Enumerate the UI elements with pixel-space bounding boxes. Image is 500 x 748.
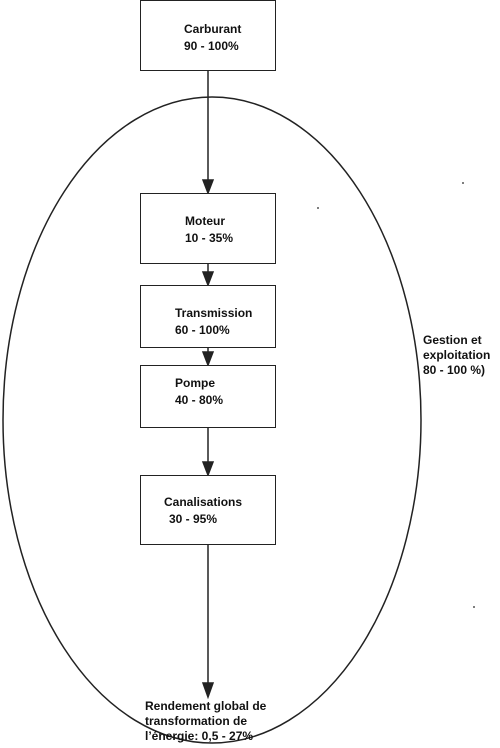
speck — [317, 207, 319, 209]
arrowhead-moteur — [201, 179, 215, 196]
arrowhead-transmission — [201, 271, 215, 288]
transmission-label: Transmission — [175, 306, 253, 320]
pompe-label: Pompe — [175, 376, 216, 390]
canalisations-value: 30 - 95% — [169, 512, 218, 526]
arrowhead-canalisations — [201, 461, 215, 478]
flow-arrows — [201, 71, 215, 700]
moteur-box: Moteur 10 - 35% — [140, 193, 276, 264]
gestion-line-1: Gestion et — [423, 333, 482, 347]
pompe-value: 40 - 80% — [175, 393, 224, 407]
gestion-note: Gestion et exploitation 80 - 100 %) — [423, 333, 490, 378]
result-note: Rendement global de transformation de l’… — [145, 699, 266, 744]
transmission-value: 60 - 100% — [175, 323, 230, 337]
speck — [462, 182, 464, 184]
canalisations-label: Canalisations — [164, 495, 243, 509]
arrowhead-pompe — [201, 351, 215, 368]
moteur-label: Moteur — [185, 214, 225, 228]
speck — [473, 606, 475, 608]
management-ellipse — [2, 96, 422, 744]
result-line-1: Rendement global de — [145, 699, 267, 713]
gestion-line-3: 80 - 100 %) — [423, 363, 486, 377]
carburant-label: Carburant — [184, 22, 242, 36]
result-line-3: l’énergie: 0,5 - 27% — [145, 729, 254, 743]
result-line-2: transformation de — [145, 714, 248, 728]
canalisations-box: Canalisations 30 - 95% — [140, 475, 276, 545]
carburant-value: 90 - 100% — [184, 39, 239, 53]
carburant-box: Carburant 90 - 100% — [140, 0, 276, 71]
transmission-box: Transmission 60 - 100% — [140, 285, 276, 348]
gestion-line-2: exploitation — [423, 348, 491, 362]
pompe-box: Pompe 40 - 80% — [140, 365, 276, 428]
moteur-value: 10 - 35% — [185, 231, 234, 245]
arrowhead-result — [201, 682, 215, 700]
